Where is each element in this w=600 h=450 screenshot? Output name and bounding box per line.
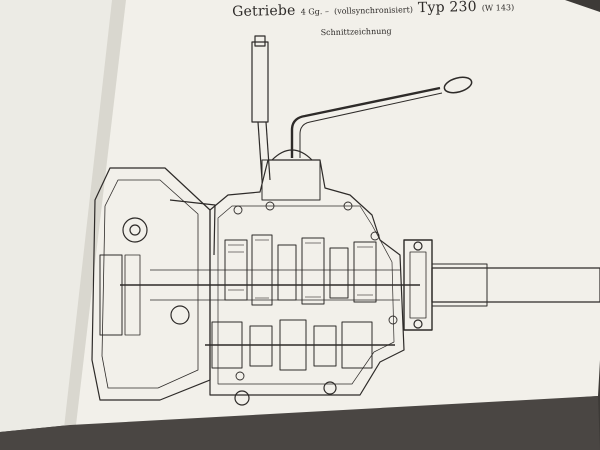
drawing-subtitle: Schnittzeichnung (320, 26, 392, 38)
gear-teeth-hatching (228, 239, 373, 299)
bell-housing (91, 167, 211, 401)
output-flange-inner (409, 251, 427, 319)
drain-plug (234, 390, 250, 406)
page-bottom-edge (0, 396, 600, 450)
shift-rod (251, 41, 269, 123)
gear-lever (290, 86, 441, 158)
lower-gear-cluster (211, 319, 373, 371)
transmission-case-inner (217, 205, 395, 385)
clutch-plate (99, 254, 123, 336)
title-gears: 4 Gg. – (300, 6, 330, 17)
upper-gear-cluster (224, 234, 377, 306)
transmission-case (209, 159, 405, 396)
bell-housing-inner (101, 179, 199, 389)
title-note: (vollsynchronisiert) (333, 5, 414, 16)
flange-bolt-top (413, 241, 423, 251)
bearing-lower (170, 305, 190, 325)
title-code: (W 143) (481, 3, 515, 13)
flange-bolt-bottom (413, 319, 423, 329)
clutch-flange-inner (129, 224, 141, 236)
shift-rod-shaft (257, 121, 263, 181)
lower-bearing (323, 381, 337, 395)
gear-lever-knob (443, 76, 473, 94)
mounting-studs (233, 201, 398, 381)
title-model: Typ 230 (417, 0, 477, 17)
clutch-flange (122, 217, 148, 243)
output-shaft-hub (431, 263, 488, 307)
release-fork (169, 199, 216, 256)
left-page (0, 0, 120, 432)
clutch-plate-2 (124, 254, 141, 336)
shift-rod-cap (254, 35, 266, 47)
gear-lever-2 (299, 92, 443, 158)
title-word: Getriebe (232, 2, 296, 20)
shift-rod-shaft-2 (265, 121, 271, 181)
gearbox-cutaway-diagram (91, 35, 600, 406)
right-page (60, 0, 600, 436)
